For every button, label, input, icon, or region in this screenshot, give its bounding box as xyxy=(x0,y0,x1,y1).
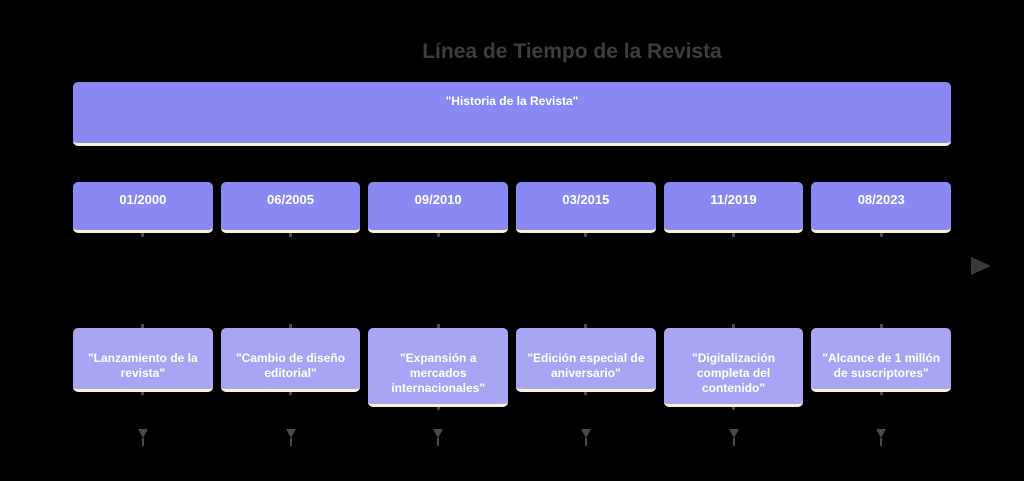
connector-stub xyxy=(584,324,588,328)
era-banner: "Historia de la Revista" xyxy=(73,82,951,146)
period-column: 06/2005 xyxy=(220,182,361,237)
event-marker-stem xyxy=(289,438,292,446)
event-marker-icon xyxy=(433,429,444,438)
connector-stub xyxy=(584,392,588,395)
period-label: 08/2023 xyxy=(857,192,905,207)
connector-stub xyxy=(732,233,736,237)
marker-column xyxy=(368,429,508,446)
period-label: 03/2015 xyxy=(562,192,610,207)
period-column: 03/2015 xyxy=(516,182,656,237)
period-box: 08/2023 xyxy=(811,182,952,233)
connector-stub xyxy=(141,324,145,328)
event-marker-stem xyxy=(584,438,587,446)
period-column: 01/2000 xyxy=(73,182,213,237)
event-column: "Alcance de 1 millón de suscriptores" xyxy=(811,324,952,410)
connector-stub xyxy=(289,392,292,395)
connector-stub xyxy=(584,233,588,237)
events-row: "Lanzamiento de la revista" "Cambio de d… xyxy=(73,324,952,410)
connector-stub xyxy=(732,324,736,328)
marker-column xyxy=(73,429,213,446)
connector-stub xyxy=(436,233,440,237)
period-label: 01/2000 xyxy=(119,192,167,207)
connector-stub xyxy=(436,324,440,328)
event-box: "Alcance de 1 millón de suscriptores" xyxy=(811,328,952,392)
event-marker-icon xyxy=(137,429,148,438)
connector-stub xyxy=(879,324,883,328)
period-box: 01/2000 xyxy=(73,182,213,233)
event-label: "Expansión a mercados internacionales" xyxy=(391,351,486,395)
event-marker-stem xyxy=(880,438,883,446)
marker-column xyxy=(221,429,361,446)
timeline-axis-arrow-icon xyxy=(971,257,991,275)
event-marker-stem xyxy=(732,438,735,446)
period-label: 11/2019 xyxy=(710,192,757,207)
event-label: "Lanzamiento de la revista" xyxy=(87,351,198,380)
event-box: "Lanzamiento de la revista" xyxy=(73,328,213,392)
period-box: 09/2010 xyxy=(368,182,509,233)
event-box: "Expansión a mercados internacionales" xyxy=(368,328,509,407)
event-box: "Edición especial de aniversario" xyxy=(516,328,656,392)
event-column: "Expansión a mercados internacionales" xyxy=(368,324,509,410)
event-column: "Digitalización completa del contenido" xyxy=(663,324,804,410)
periods-row: 01/2000 06/2005 09/2010 03/2015 11/2019 … xyxy=(73,182,952,237)
event-marker-icon xyxy=(285,429,296,438)
connector-stub xyxy=(289,233,292,237)
connector-stub xyxy=(879,233,883,237)
connector-stub xyxy=(289,324,292,328)
connector-stub xyxy=(141,233,145,237)
connector-stub xyxy=(732,407,736,410)
period-column: 11/2019 xyxy=(663,182,804,237)
event-column: "Lanzamiento de la revista" xyxy=(73,324,213,410)
event-box: "Cambio de diseño editorial" xyxy=(220,328,361,392)
period-label: 09/2010 xyxy=(414,192,462,207)
marker-column xyxy=(811,429,951,446)
connector-stub xyxy=(141,392,145,395)
diagram-title: Línea de Tiempo de la Revista xyxy=(422,40,722,63)
period-box: 11/2019 xyxy=(663,182,804,233)
event-marker-icon xyxy=(876,429,887,438)
connector-stub xyxy=(879,392,883,395)
period-column: 08/2023 xyxy=(811,182,952,237)
connector-stub xyxy=(436,407,440,410)
event-label: "Alcance de 1 millón de suscriptores" xyxy=(822,351,941,380)
event-marker-stem xyxy=(141,438,144,446)
event-label: "Edición especial de aniversario" xyxy=(527,351,645,380)
event-marker-stem xyxy=(437,438,440,446)
event-marker-icon xyxy=(580,429,591,438)
period-box: 03/2015 xyxy=(516,182,656,233)
era-banner-label: "Historia de la Revista" xyxy=(445,94,579,108)
period-label: 06/2005 xyxy=(267,192,314,207)
period-column: 09/2010 xyxy=(368,182,509,237)
event-column: "Cambio de diseño editorial" xyxy=(220,324,361,410)
event-marker-icon xyxy=(728,429,739,438)
event-label: "Cambio de diseño editorial" xyxy=(235,351,346,380)
event-label: "Digitalización completa del contenido" xyxy=(692,351,776,395)
marker-column xyxy=(516,429,656,446)
marker-column xyxy=(664,429,804,446)
markers-row xyxy=(73,429,951,446)
period-box: 06/2005 xyxy=(220,182,361,233)
event-box: "Digitalización completa del contenido" xyxy=(663,328,804,407)
event-column: "Edición especial de aniversario" xyxy=(516,324,656,410)
